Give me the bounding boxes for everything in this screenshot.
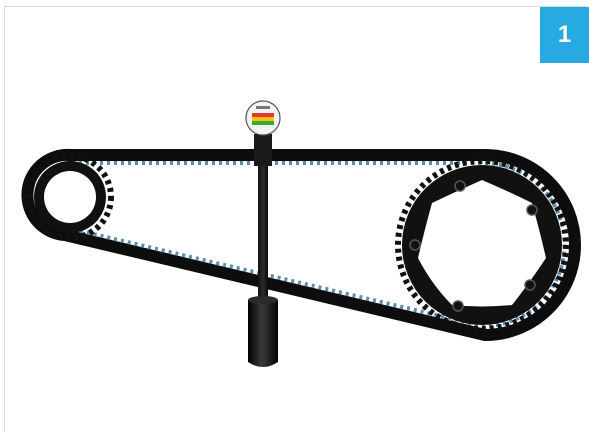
belt-tension-gauge-icon [245, 100, 281, 367]
drive-belt [21, 148, 581, 341]
step-number-badge: 1 [540, 7, 589, 63]
large-chainring-icon [395, 158, 569, 332]
small-sprocket-icon [26, 153, 114, 241]
diagram-frame [4, 6, 587, 432]
